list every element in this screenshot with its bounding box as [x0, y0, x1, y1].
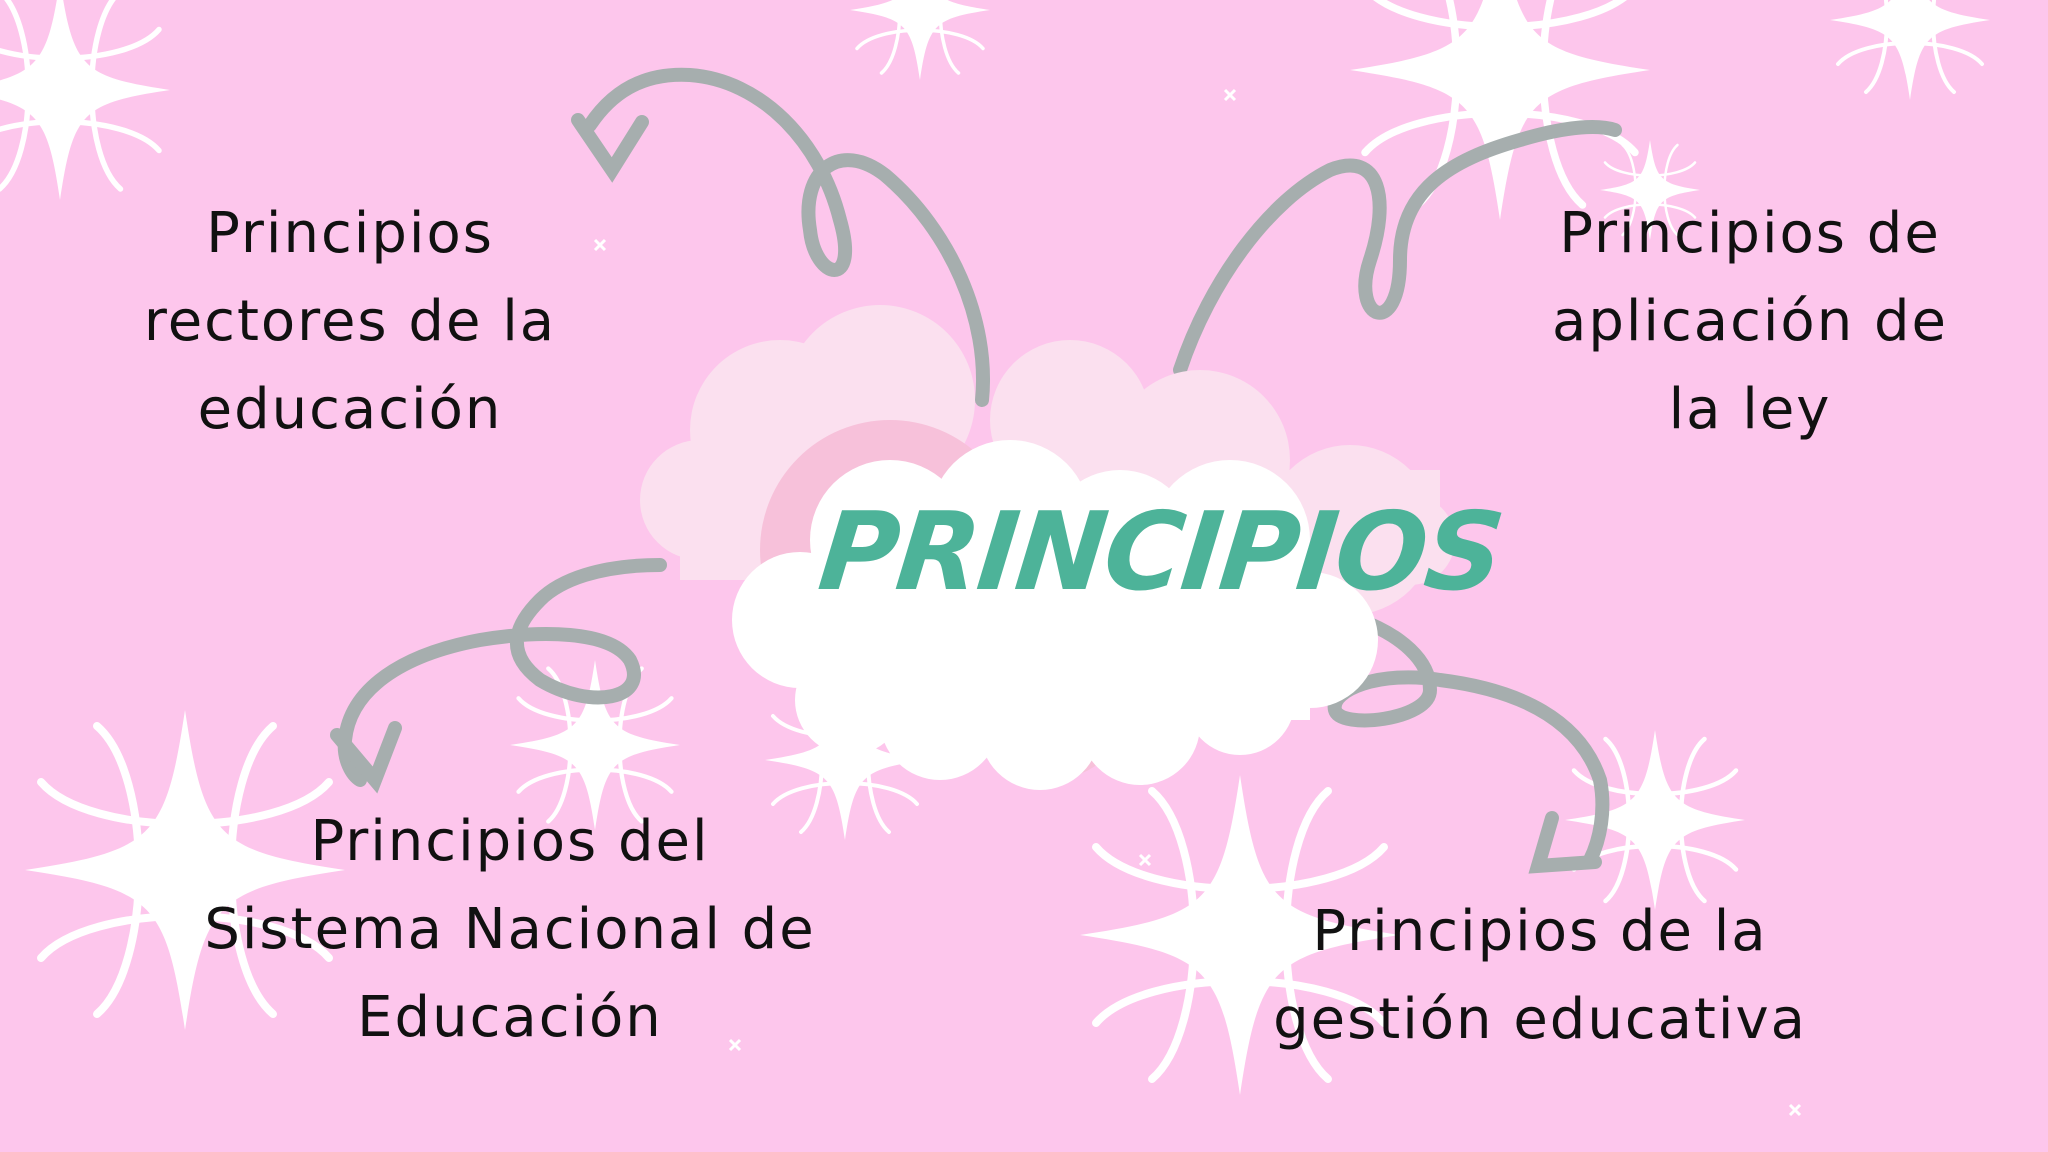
arrowhead-bottom-right	[1528, 811, 1602, 874]
arrowhead-top-left	[571, 113, 649, 183]
cross-decoration	[593, 88, 1802, 1117]
branch-label-top-right: Principios de aplicación de la ley	[1552, 201, 1948, 442]
sparkle-icon	[1350, 0, 1650, 220]
cloud-shape	[640, 305, 1455, 790]
arrowhead-bottom-left	[330, 721, 402, 794]
sparkle-icon	[1830, 0, 1990, 100]
arrow-top-right	[1173, 120, 1622, 377]
connector-arrows	[330, 67, 1622, 874]
sparkle-icon	[850, 0, 990, 80]
arrow-bottom-right	[1327, 613, 1610, 867]
central-topic: PRINCIPIOS	[813, 490, 1508, 615]
branch-label-top-left: Principios rectores de la educación	[143, 201, 557, 442]
branch-label-bottom-right: Principios de la gestión educativa	[1273, 899, 1807, 1052]
sparkle-icon	[0, 0, 170, 200]
arrow-top-left	[583, 67, 990, 407]
branch-label-bottom-left: Principios del Sistema Nacional de Educa…	[204, 809, 816, 1050]
arrow-bottom-left	[337, 558, 667, 787]
